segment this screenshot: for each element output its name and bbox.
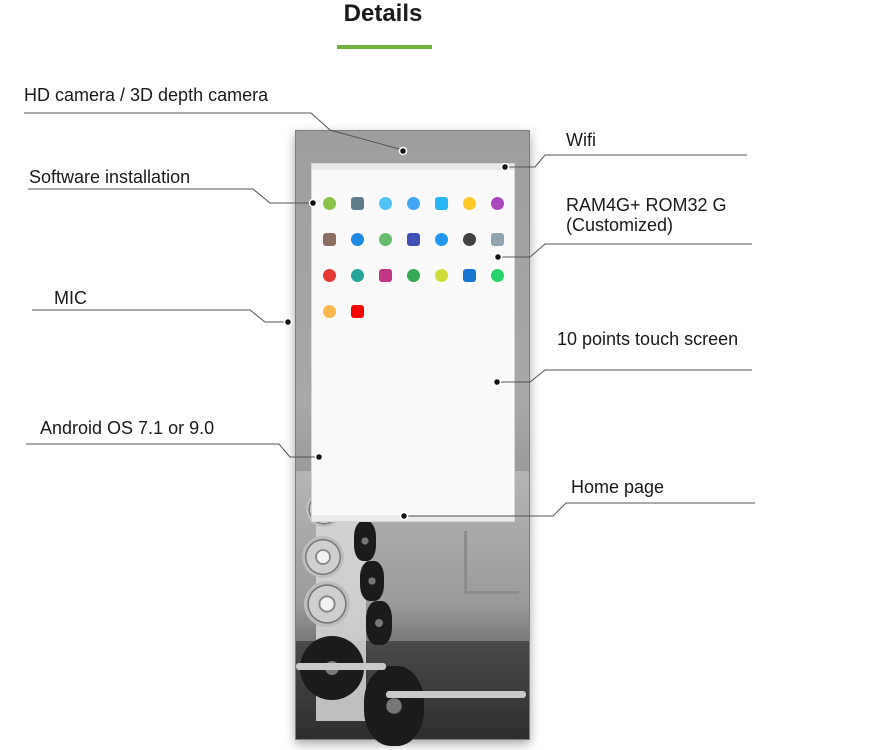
weight-plate (304, 581, 350, 627)
alarm-icon (322, 305, 336, 318)
files-icon (462, 197, 476, 210)
app-launcher[interactable] (399, 269, 427, 289)
barbell-bar (296, 663, 386, 670)
status-bar (312, 164, 514, 170)
contacts-icon (406, 197, 420, 210)
recycle-icon (378, 233, 392, 246)
app-launcher[interactable] (371, 233, 399, 253)
downloads-icon (434, 197, 448, 210)
app-launcher[interactable] (343, 305, 371, 325)
app-grid (315, 197, 511, 325)
youtube-icon (350, 305, 364, 318)
mic-marker (283, 317, 293, 327)
instagram-icon (378, 269, 392, 282)
app-launcher[interactable] (315, 233, 343, 253)
play-store-icon (406, 269, 420, 282)
dumbbell-plate (360, 561, 384, 601)
app-launcher[interactable] (483, 233, 511, 253)
settings-icon (490, 233, 504, 246)
app-launcher[interactable] (483, 197, 511, 217)
callout-ram-note: (Customized) (566, 215, 674, 235)
wall-frame (464, 531, 519, 594)
callout-touch: 10 points touch screen (557, 329, 739, 349)
software-marker (308, 198, 318, 208)
callout-software: Software installation (29, 167, 191, 187)
android-marker (314, 452, 324, 462)
barbell-plate (364, 666, 424, 746)
app-launcher[interactable] (343, 197, 371, 217)
whatsapp-icon (490, 269, 504, 282)
app-launcher[interactable] (399, 233, 427, 253)
browser-icon (350, 233, 364, 246)
app-launcher[interactable] (399, 197, 427, 217)
recorder-icon (322, 269, 336, 282)
camera-icon (378, 197, 392, 210)
gallery-icon (490, 197, 504, 210)
barbell-bar (386, 691, 526, 698)
app-launcher[interactable] (315, 269, 343, 289)
app-launcher[interactable] (315, 305, 343, 325)
game-icon (322, 233, 336, 246)
app-launcher[interactable] (455, 269, 483, 289)
touch-screen[interactable] (311, 163, 515, 522)
home-marker (399, 511, 409, 521)
dumbbell-plate (366, 601, 392, 645)
app-launcher[interactable] (315, 197, 343, 217)
callout-wifi: Wifi (566, 130, 596, 150)
wechat-icon (434, 269, 448, 282)
app-launcher[interactable] (455, 233, 483, 253)
page-title: Details (343, 0, 423, 27)
penguin-icon (462, 233, 476, 246)
app-launcher[interactable] (427, 197, 455, 217)
phone-icon (434, 233, 448, 246)
app-launcher[interactable] (371, 197, 399, 217)
video-icon (350, 269, 364, 282)
calculator-icon (350, 197, 364, 210)
ram-marker (493, 252, 503, 262)
app-launcher[interactable] (371, 269, 399, 289)
chat-icon (462, 269, 476, 282)
camera-marker (398, 146, 408, 156)
callout-mic: MIC (54, 288, 87, 308)
callout-android: Android OS 7.1 or 9.0 (40, 418, 215, 438)
app-launcher[interactable] (343, 233, 371, 253)
app-launcher[interactable] (343, 269, 371, 289)
callout-home: Home page (571, 477, 665, 497)
navigation-bar (312, 515, 514, 521)
dumbbell-plate (354, 521, 376, 561)
music-icon (406, 233, 420, 246)
weight-plate (302, 536, 344, 578)
touch-marker (492, 377, 502, 387)
app-launcher[interactable] (455, 197, 483, 217)
app-store-icon (322, 197, 336, 210)
app-launcher[interactable] (483, 269, 511, 289)
callout-ram: RAM4G+ ROM32 G (566, 195, 727, 215)
app-launcher[interactable] (427, 269, 455, 289)
app-launcher[interactable] (427, 233, 455, 253)
wifi-marker (500, 162, 510, 172)
callout-hd-camera: HD camera / 3D depth camera (24, 85, 269, 105)
title-underline (337, 45, 432, 49)
